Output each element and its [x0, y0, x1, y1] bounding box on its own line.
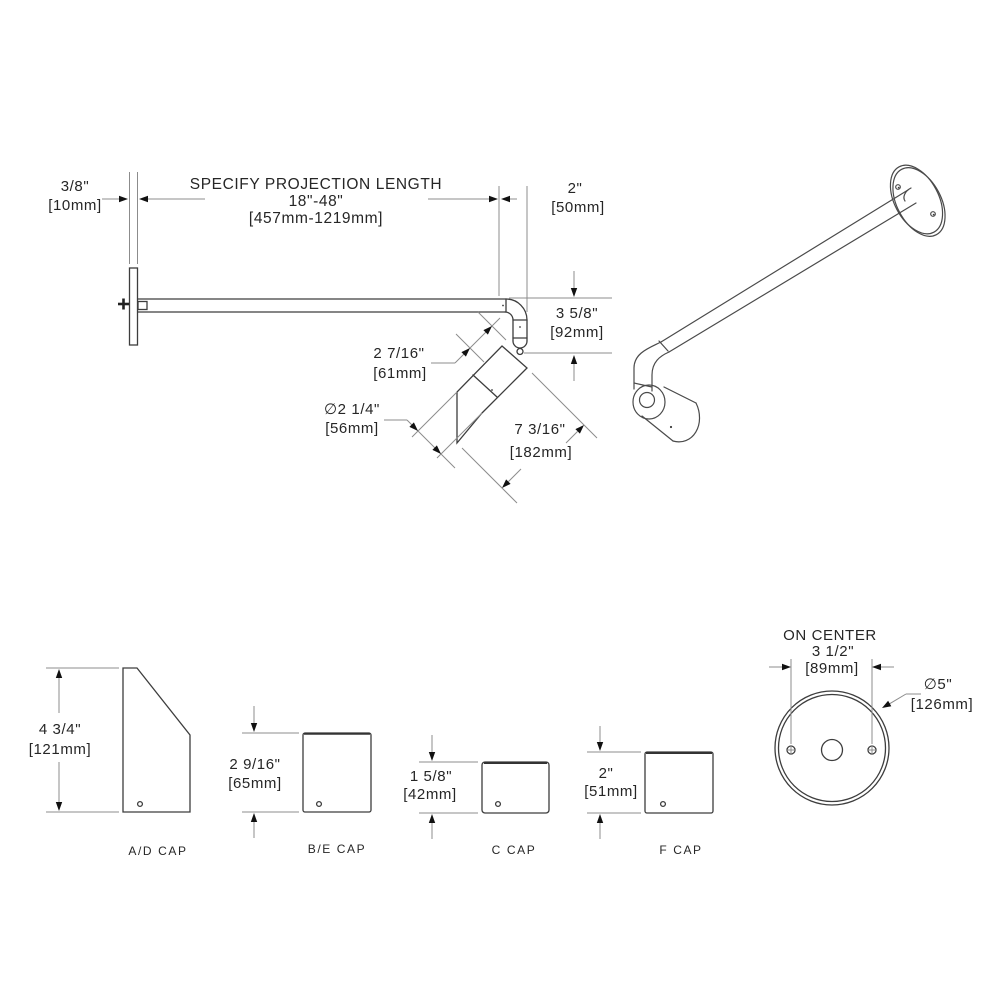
- dim-neck-mm: [61mm]: [373, 365, 427, 382]
- cap-be: 2 9/16" [65mm] B/E CAP: [228, 706, 372, 856]
- cap-ad-label: A/D CAP: [128, 844, 187, 858]
- dim-on-center-mm: [89mm]: [805, 660, 859, 677]
- dim-shade-length: [461, 372, 598, 504]
- dim-on-center-label: ON CENTER: [783, 627, 877, 644]
- set-screw-block: [137, 300, 148, 311]
- arm-tube: [137, 298, 507, 313]
- iso-lamp-head: [632, 384, 701, 443]
- dim-cap-ad-in: 4 3/4": [39, 721, 81, 738]
- cap-be-profile: [302, 732, 372, 813]
- backplate-view: ON CENTER 3 1/2" [89mm] ∅5" [126mm]: [769, 627, 974, 806]
- dim-on-center: [769, 659, 894, 744]
- dim-cap-f-mm: [51mm]: [584, 783, 638, 800]
- dim-cap-f-in: 2": [599, 765, 614, 782]
- dim-projection-range: 18"-48": [289, 193, 344, 210]
- dim-backplate-diameter: [882, 693, 921, 708]
- dim-neck-in: 2 7/16": [373, 345, 424, 362]
- elbow: [502, 298, 528, 356]
- cap-ad-profile: [122, 667, 191, 813]
- dim-shade-diameter-mm: [56mm]: [325, 420, 379, 437]
- dim-shade-diameter-in: ∅2 1/4": [324, 401, 380, 418]
- dim-projection-label: SPECIFY PROJECTION LENGTH: [190, 176, 442, 193]
- mounting-screw: [118, 298, 129, 310]
- iso-elbow: [633, 340, 670, 392]
- wall-plate-edge: [128, 267, 139, 346]
- cap-f-profile: [644, 751, 714, 814]
- dim-drop-mm: [92mm]: [550, 324, 604, 341]
- side-view: SPECIFY PROJECTION LENGTH 18"-48" [457mm…: [48, 172, 612, 504]
- dim-cap-c-mm: [42mm]: [403, 786, 457, 803]
- backplate-center-hole: [820, 738, 844, 762]
- dim-neck: [431, 311, 507, 364]
- cap-c-label: C CAP: [492, 843, 537, 857]
- dim-on-center-in: 3 1/2": [812, 643, 854, 660]
- dim-cap-be-mm: [65mm]: [228, 775, 282, 792]
- isometric-view: [632, 164, 946, 443]
- dim-backplate-diameter-mm: [126mm]: [911, 696, 974, 713]
- backplate-screw-hole: [786, 745, 796, 755]
- dim-elbow-width-in: 2": [568, 180, 583, 197]
- backplate-inner: [777, 693, 887, 803]
- dim-elbow-width: [501, 195, 517, 203]
- dim-cap-c-in: 1 5/8": [410, 768, 452, 785]
- cap-f-label: F CAP: [659, 843, 702, 857]
- pivot-joint: [516, 347, 524, 356]
- backplate-outer: [774, 690, 890, 806]
- dim-backplate-diameter-in: ∅5": [924, 676, 953, 693]
- dim-shade-length-mm: [182mm]: [510, 444, 573, 461]
- dim-plate-thickness-mm: [10mm]: [48, 197, 102, 214]
- dim-plate-thickness: [102, 172, 205, 264]
- dim-elbow-width-mm: [50mm]: [551, 199, 605, 216]
- dim-projection-range-mm: [457mm-1219mm]: [249, 210, 383, 227]
- dim-projection-length: [428, 186, 528, 312]
- dim-shade-length-in: 7 3/16": [514, 421, 565, 438]
- cap-be-label: B/E CAP: [308, 842, 367, 856]
- cap-f: 2" [51mm] F CAP: [584, 726, 714, 857]
- dim-cap-be-in: 2 9/16": [229, 756, 280, 773]
- dim-drop: [509, 271, 612, 381]
- lamp-shade-profile: [456, 345, 528, 445]
- cap-ad: 4 3/4" [121mm] A/D CAP: [29, 667, 191, 858]
- cap-c-profile: [481, 761, 550, 814]
- iso-screw-hole: [930, 211, 936, 217]
- dim-plate-thickness-in: 3/8": [61, 178, 90, 195]
- iso-arm-tube: [660, 187, 917, 353]
- cap-c: 1 5/8" [42mm] C CAP: [403, 735, 550, 857]
- dim-cap-ad-mm: [121mm]: [29, 741, 92, 758]
- dim-drop-in: 3 5/8": [556, 305, 598, 322]
- iso-screw-hole: [895, 184, 901, 190]
- dim-shade-diameter: [384, 391, 483, 469]
- backplate-screw-hole: [867, 745, 877, 755]
